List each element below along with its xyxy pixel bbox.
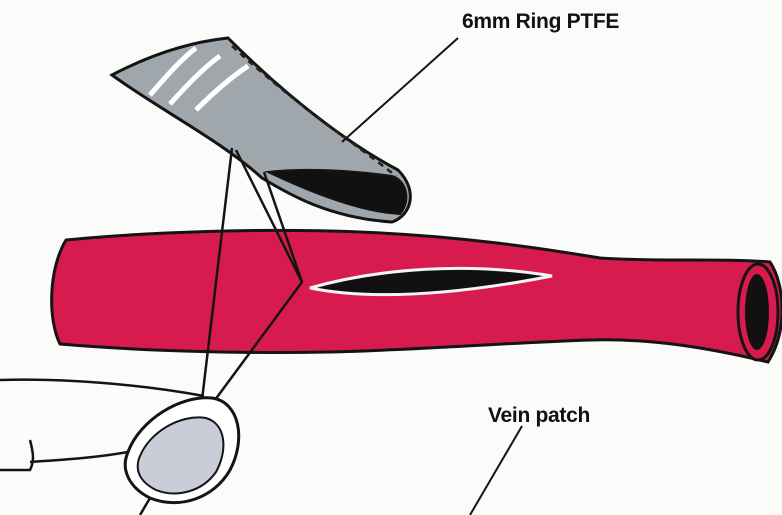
artery-icon — [52, 230, 782, 362]
vein-patch-icon — [0, 380, 239, 515]
thread-line-hook — [30, 452, 128, 462]
thread-line-lower — [0, 440, 33, 470]
thread-line-upper — [0, 380, 204, 396]
artery-body — [52, 230, 782, 362]
leader-graft — [342, 38, 458, 142]
thread-line-tail — [140, 498, 150, 515]
vein-patch-label: Vein patch — [488, 404, 590, 428]
ptfe-graft-icon — [112, 38, 410, 222]
leader-patch — [470, 426, 522, 515]
graft-label: 6mm Ring PTFE — [462, 10, 619, 34]
artery-lumen-opening — [745, 274, 769, 350]
